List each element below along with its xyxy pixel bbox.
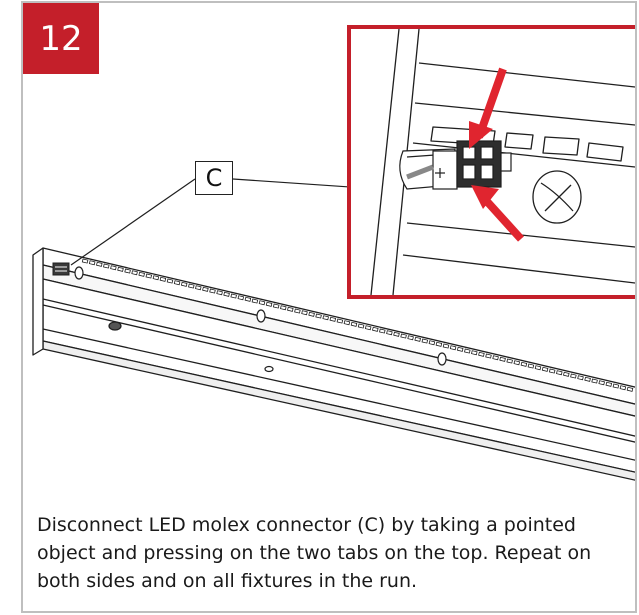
- led-chip: [209, 288, 216, 294]
- led-chip: [336, 318, 344, 324]
- callout-label-c: C: [195, 161, 233, 195]
- led-chip: [96, 261, 103, 267]
- led-row: [81, 258, 634, 392]
- step-number-badge: 12: [23, 3, 99, 74]
- led-chip: [386, 330, 393, 336]
- screw: [437, 352, 447, 366]
- led-chip: [379, 328, 386, 334]
- led-chip: [280, 305, 287, 311]
- led-chip: [145, 273, 153, 279]
- led-chip: [506, 358, 513, 364]
- led-chip: [180, 281, 188, 287]
- wire: [406, 164, 434, 180]
- led-chip: [350, 321, 358, 327]
- led-chip: [563, 371, 570, 377]
- led-chip: [103, 263, 110, 269]
- led-chip: [223, 291, 230, 297]
- led-chip: [117, 266, 124, 272]
- led-chip: [400, 333, 407, 339]
- led-chip: [357, 323, 365, 329]
- led-chip: [492, 355, 499, 361]
- led-chip: [81, 258, 89, 264]
- fixture-end-cap: [32, 247, 44, 356]
- led-fixture: [32, 247, 635, 481]
- led-chip: [372, 326, 379, 332]
- led-chip: [499, 356, 506, 362]
- led-chip: [329, 316, 337, 322]
- led-chip: [520, 361, 528, 367]
- led-chip: [138, 271, 145, 277]
- led-chip: [322, 315, 329, 321]
- instruction-text: Disconnect LED molex connector (C) by ta…: [37, 514, 592, 592]
- led-chip: [485, 353, 492, 359]
- led-chip: [287, 306, 294, 312]
- led-chip: [294, 308, 301, 314]
- led-chip: [421, 338, 429, 344]
- led-chip: [230, 293, 237, 299]
- led-chip: [527, 363, 535, 369]
- led-chip: [478, 351, 485, 357]
- led-chip: [598, 380, 605, 386]
- red-arrow-icon: [471, 185, 524, 242]
- screw: [264, 365, 274, 373]
- led-chip: [315, 313, 322, 319]
- led-chip: [435, 341, 443, 347]
- led-chip: [591, 378, 598, 384]
- led-chip: [471, 350, 478, 356]
- led-chip: [308, 311, 315, 317]
- led-chip: [131, 270, 138, 276]
- led-chip: [456, 346, 464, 352]
- screw: [74, 266, 84, 280]
- led-chip: [195, 285, 202, 291]
- led-chip: [570, 373, 577, 379]
- led-chip: [513, 360, 521, 366]
- led-chip: [173, 280, 181, 286]
- led-chip: [159, 276, 167, 282]
- led-chip: [237, 295, 245, 301]
- led-chip: [251, 298, 259, 304]
- fixture-screws: [74, 266, 447, 373]
- led-chip: [605, 381, 613, 387]
- led-chip: [449, 345, 457, 351]
- led-chip: [166, 278, 174, 284]
- led-chip: [619, 385, 627, 391]
- led-chip: [442, 343, 450, 349]
- led-chip: [124, 268, 131, 274]
- led-chip: [541, 366, 549, 372]
- led-chip: [202, 286, 209, 292]
- zoom-inset: [347, 25, 635, 299]
- led-chip: [548, 368, 556, 374]
- led-chip: [216, 290, 223, 296]
- led-chip: [393, 331, 400, 337]
- led-chip: [364, 325, 372, 331]
- led-chip: [272, 303, 280, 309]
- led-chip: [244, 296, 252, 302]
- led-chip: [343, 320, 351, 326]
- led-chip: [265, 301, 273, 307]
- led-chip: [188, 283, 195, 289]
- red-arrow-icon: [469, 67, 507, 149]
- led-chip: [258, 300, 266, 306]
- led-chip: [110, 265, 117, 271]
- molex-connector-large: [399, 140, 512, 190]
- led-chip: [464, 348, 471, 354]
- led-chip: [407, 335, 414, 341]
- led-chip: [152, 275, 160, 281]
- led-chip: [612, 383, 620, 389]
- screw: [108, 321, 122, 331]
- led-chip: [534, 365, 542, 371]
- led-chip: [88, 260, 96, 266]
- led-chip: [414, 336, 421, 342]
- led-chip: [577, 375, 584, 381]
- screw: [256, 309, 266, 323]
- led-chip: [301, 310, 308, 316]
- led-chip: [556, 370, 563, 376]
- instruction-card: 12 C Disconnect LED molex connector (C) …: [21, 1, 637, 613]
- molex-connector-small: [52, 262, 70, 276]
- fixture-illustration: [32, 25, 635, 481]
- led-chip: [428, 340, 436, 346]
- led-chip: [584, 376, 591, 382]
- led-chip: [626, 386, 634, 392]
